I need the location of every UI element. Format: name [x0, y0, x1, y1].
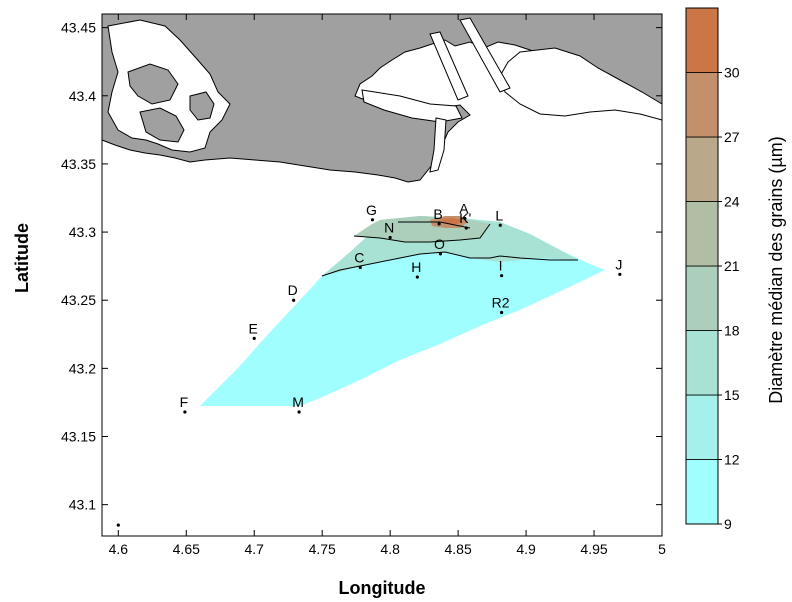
station-label: B [433, 206, 442, 222]
station-markers: A B K' L GN O C H I J D R2E F M [116, 200, 622, 527]
station-label: H [411, 259, 421, 275]
station-marker [437, 222, 441, 226]
lagoon-island-3 [189, 91, 215, 121]
x-tick-label: 4.7 [244, 541, 264, 557]
lagoon-island-1 [127, 63, 179, 105]
y-tick-label: 43.35 [61, 156, 96, 172]
station-marker [370, 218, 375, 222]
contour-fill [200, 216, 605, 406]
station-marker [463, 216, 467, 221]
colorbar-band [685, 7, 719, 73]
y-tick-label: 43.4 [69, 88, 96, 104]
station-label: K' [459, 210, 471, 226]
station-marker [415, 275, 419, 279]
station-label: N [384, 220, 394, 236]
x-tick-label: 4.6 [109, 541, 129, 557]
y-tick-label: 43.2 [69, 360, 96, 376]
land-mass [101, 13, 663, 183]
station-marker [438, 252, 443, 256]
station-marker [464, 226, 468, 230]
canal-2 [429, 31, 469, 101]
y-axis-ticks: 43.1 43.15 43.2 43.25 43.3 43.35 43.4 43.45 [61, 20, 662, 513]
colorbar-band [685, 72, 719, 138]
colorbar-tick-label: 18 [724, 323, 740, 339]
contour-line-1 [321, 251, 578, 277]
station-label: A [459, 200, 469, 216]
x-axis-ticks: 4.6 4.65 4.7 4.75 4.8 4.85 4.9 4.95 5 [109, 14, 666, 557]
station-label: R2 [492, 294, 510, 310]
colorbar-tick-label: 12 [724, 452, 740, 468]
x-tick-label: 4.95 [580, 541, 607, 557]
colorbar-tick-label: 27 [724, 129, 740, 145]
station-marker [500, 274, 504, 278]
y-tick-label: 43.25 [61, 292, 96, 308]
colorbar-band [685, 330, 719, 396]
y-tick-label: 43.3 [69, 224, 96, 240]
canal-1 [459, 17, 511, 93]
station-marker [498, 223, 502, 227]
y-tick-label: 43.1 [69, 497, 96, 513]
y-tick-label: 43.15 [61, 429, 96, 445]
x-tick-label: 4.65 [173, 541, 200, 557]
station-label: C [354, 250, 364, 266]
river-channel [429, 117, 447, 173]
station-marker [183, 410, 187, 414]
y-axis-title: Latitude [12, 223, 32, 293]
station-label: J [615, 256, 622, 272]
station-label: G [366, 202, 377, 218]
contour-level-9-12 [200, 216, 605, 406]
x-tick-label: 4.85 [444, 541, 471, 557]
station-marker [500, 310, 504, 315]
colorbar-tick-label: 30 [724, 65, 740, 81]
plot-border [101, 13, 663, 537]
colorbar-band [685, 394, 719, 460]
station-label: F [180, 394, 189, 410]
colorbar-band [685, 459, 719, 525]
x-tick-label: 5 [658, 541, 666, 557]
x-tick-label: 4.8 [380, 541, 400, 557]
station-marker [358, 265, 362, 270]
colorbar-tick-label: 9 [724, 516, 732, 532]
colorbar-title: Diamètre médian des grains (µm) [766, 136, 786, 403]
colorbar-band [685, 136, 719, 202]
station-marker [252, 336, 256, 340]
colorbar-band [685, 201, 719, 267]
station-marker [388, 235, 392, 240]
x-tick-label: 4.9 [516, 541, 536, 557]
station-label: E [249, 320, 258, 336]
station-label: L [495, 207, 503, 223]
harbour-basin [361, 89, 463, 123]
colorbar-band [685, 265, 719, 331]
colorbar: 9 12 15 18 21 24 27 30 [685, 7, 740, 532]
contour-line-3 [398, 221, 471, 229]
station-label: I [499, 258, 503, 274]
colorbar-tick-label: 21 [724, 258, 740, 274]
station-marker [292, 298, 296, 302]
x-axis-title: Longitude [339, 578, 426, 598]
colorbar-tick-label: 15 [724, 387, 740, 403]
station-label: D [288, 282, 298, 298]
contour-line-2 [353, 223, 491, 243]
colorbar-tick-label: 24 [724, 194, 740, 210]
station-label: M [292, 394, 304, 410]
station-marker [297, 410, 301, 414]
lagoon-island-2 [139, 107, 185, 143]
x-tick-label: 4.75 [309, 541, 336, 557]
contour-level-max [440, 218, 462, 224]
y-tick-label: 43.45 [61, 20, 96, 36]
station-label: O [434, 236, 445, 252]
station-marker [116, 523, 120, 527]
station-marker [618, 272, 622, 276]
